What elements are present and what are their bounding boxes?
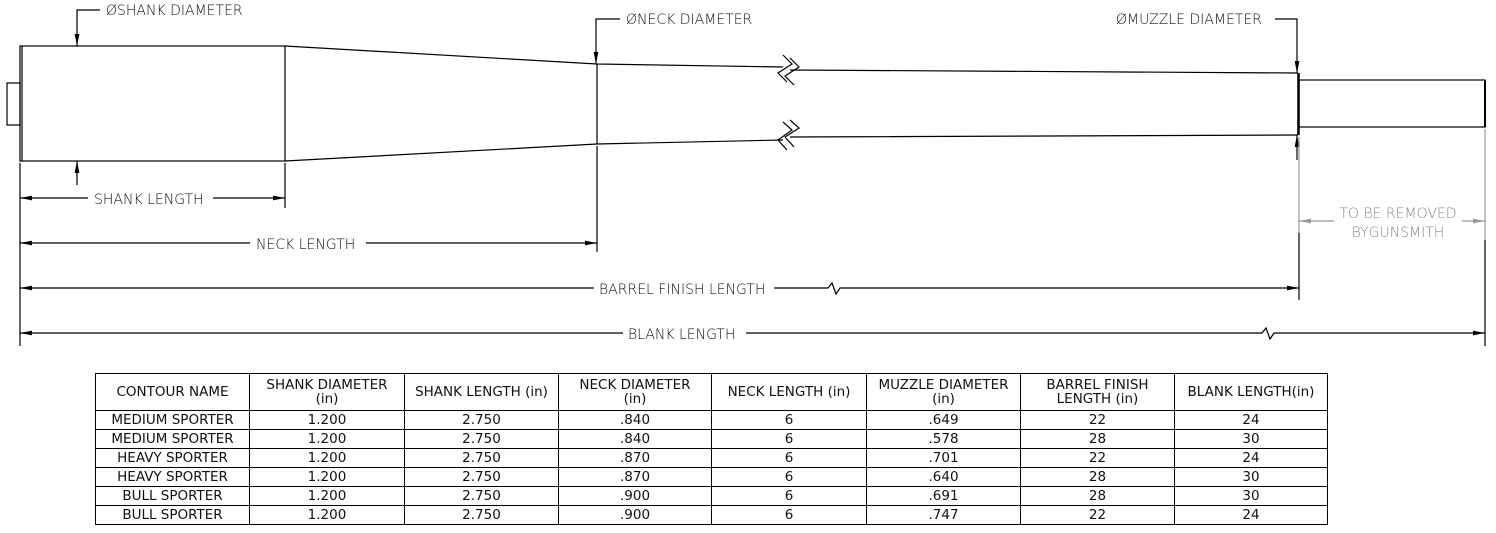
muzzle-diameter-callout: ØMUZZLE DIAMETER: [1116, 12, 1300, 160]
column-header-text: SHANK DIAMETER: [266, 377, 388, 393]
table-cell: 2.750: [404, 410, 559, 430]
column-header-text: BARREL FINISH: [1046, 377, 1149, 393]
table-cell: 24: [1174, 410, 1328, 430]
table-cell: .840: [558, 429, 712, 449]
shank-length-dimension: SHANK LENGTH: [20, 192, 285, 208]
neck-diameter-label: ØNECK DIAMETER: [626, 12, 752, 28]
table-cell: .840: [558, 410, 712, 430]
table-cell: 6: [711, 486, 867, 506]
table-cell: 2.750: [404, 486, 559, 506]
table-cell: .900: [558, 486, 712, 506]
column-header: NECK DIAMETER(in): [558, 373, 712, 411]
table-cell: 24: [1174, 505, 1328, 525]
table-cell: BULL SPORTER: [95, 505, 250, 525]
removed-note-line2: BYGUNSMITH: [1352, 225, 1445, 241]
table-cell: 6: [711, 410, 867, 430]
blank-length-label: BLANK LENGTH: [628, 327, 736, 343]
column-header-text: NECK DIAMETER: [579, 377, 691, 393]
table-cell: 24: [1174, 448, 1328, 468]
table-cell: .578: [866, 429, 1021, 449]
blank-length-dimension: BLANK LENGTH: [20, 326, 1485, 343]
table-cell: 2.750: [404, 467, 559, 487]
extension-lines: [19, 129, 1486, 346]
table-cell: 30: [1174, 467, 1328, 487]
neck-diameter-callout: ØNECK DIAMETER: [593, 12, 752, 64]
table-cell: HEAVY SPORTER: [95, 467, 250, 487]
barrel-finish-length-label: BARREL FINISH LENGTH: [599, 282, 766, 298]
table-cell: 1.200: [249, 467, 405, 487]
barrel-outline: [6, 45, 1486, 162]
table-cell: 2.750: [404, 448, 559, 468]
table-cell: 6: [711, 467, 867, 487]
table-cell: 1.200: [249, 486, 405, 506]
column-header: SHANK LENGTH (in): [404, 373, 559, 411]
table-cell: .701: [866, 448, 1021, 468]
column-header-text: BLANK LENGTH(in): [1187, 384, 1315, 400]
neck-length-dimension: NECK LENGTH: [20, 237, 597, 253]
table-cell: 28: [1020, 429, 1175, 449]
table-cell: 22: [1020, 410, 1175, 430]
column-header-text: SHANK LENGTH (in): [415, 384, 548, 400]
table-cell: .649: [866, 410, 1021, 430]
table-cell: 30: [1174, 429, 1328, 449]
table-cell: 1.200: [249, 505, 405, 525]
table-cell: 1.200: [249, 429, 405, 449]
table-cell: 28: [1020, 467, 1175, 487]
shank-length-label: SHANK LENGTH: [94, 192, 204, 208]
column-header: MUZZLE DIAMETER(in): [866, 373, 1021, 411]
to-be-removed-dimension: TO BE REMOVED BYGUNSMITH: [1299, 206, 1485, 241]
table-cell: BULL SPORTER: [95, 486, 250, 506]
barrel-finish-length-dimension: BARREL FINISH LENGTH: [20, 281, 1299, 298]
table-cell: .870: [558, 467, 712, 487]
table-cell: 2.750: [404, 429, 559, 449]
column-header-text: (in): [623, 391, 647, 407]
table-cell: 22: [1020, 505, 1175, 525]
column-header-text: (in): [932, 391, 955, 407]
table-cell: .640: [866, 467, 1021, 487]
table-cell: MEDIUM SPORTER: [95, 429, 250, 449]
column-header-text: CONTOUR NAME: [116, 384, 229, 400]
table-cell: .900: [558, 505, 712, 525]
table-cell: 2.750: [404, 505, 559, 525]
neck-length-label: NECK LENGTH: [256, 237, 355, 253]
table-cell: .870: [558, 448, 712, 468]
shank-diameter-label: ØSHANK DIAMETER: [106, 3, 243, 19]
table-cell: 28: [1020, 486, 1175, 506]
table-cell: 1.200: [249, 448, 405, 468]
table-cell: 6: [711, 448, 867, 468]
table-cell: 30: [1174, 486, 1328, 506]
column-header-text: NECK LENGTH (in): [727, 384, 851, 400]
column-header-text: LENGTH (in): [1056, 391, 1139, 407]
column-header: NECK LENGTH (in): [711, 373, 867, 411]
table-cell: 22: [1020, 448, 1175, 468]
table-cell: .747: [866, 505, 1021, 525]
column-header: CONTOUR NAME: [95, 373, 250, 411]
table-cell: 6: [711, 429, 867, 449]
column-header-text: MUZZLE DIAMETER: [878, 377, 1009, 393]
shank-diameter-callout: ØSHANK DIAMETER: [74, 3, 243, 185]
table-cell: MEDIUM SPORTER: [95, 410, 250, 430]
removed-note-line1: TO BE REMOVED: [1339, 206, 1456, 222]
table-cell: .691: [866, 486, 1021, 506]
column-header: BLANK LENGTH(in): [1174, 373, 1328, 411]
table-cell: 6: [711, 505, 867, 525]
column-header: SHANK DIAMETER(in): [249, 373, 405, 411]
table-cell: HEAVY SPORTER: [95, 448, 250, 468]
table-cell: 1.200: [249, 410, 405, 430]
muzzle-diameter-label: ØMUZZLE DIAMETER: [1116, 12, 1262, 28]
column-header-text: (in): [315, 391, 339, 407]
